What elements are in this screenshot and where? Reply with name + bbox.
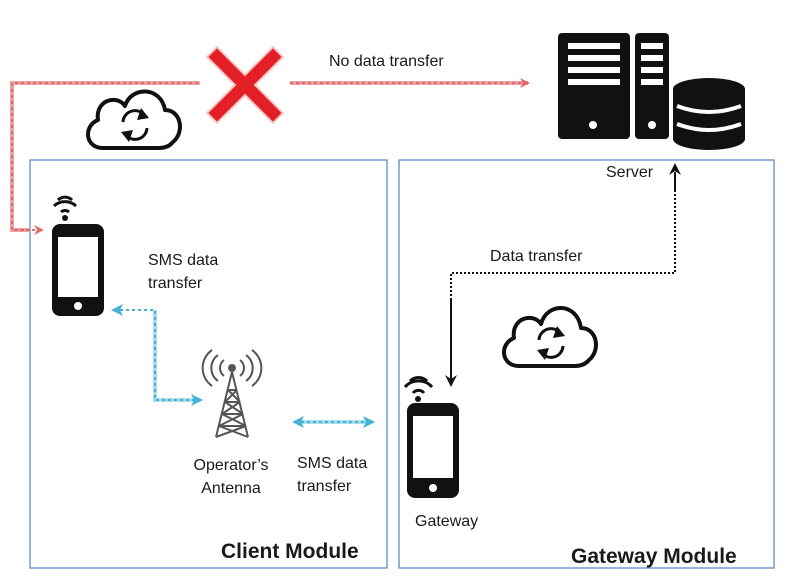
red-x-icon xyxy=(205,45,285,125)
server-label: Server xyxy=(606,164,654,181)
antenna-label-line2: Antenna xyxy=(201,480,261,497)
antenna-label-line1: Operator’s xyxy=(193,457,269,474)
sms-transfer-client-label-line1: SMS data xyxy=(148,252,219,269)
gateway-module-title: Gateway Module xyxy=(571,545,737,568)
client-phone-icon xyxy=(52,195,104,316)
cell-tower-icon xyxy=(201,349,263,438)
sms-transfer-gateway-label-line1: SMS data xyxy=(297,455,368,472)
client-module-title: Client Module xyxy=(221,540,359,563)
server-database-icon xyxy=(558,33,745,150)
gateway-phone-icon xyxy=(403,376,459,498)
no-transfer-label: No data transfer xyxy=(329,53,444,70)
gateway-label: Gateway xyxy=(415,513,479,530)
gateway-module-box xyxy=(398,159,775,569)
data-transfer-label: Data transfer xyxy=(490,248,583,265)
cloud-sync-icon xyxy=(502,306,598,368)
cloud-sync-icon xyxy=(86,89,182,150)
sms-arrow-phone-antenna xyxy=(111,304,203,406)
client-module-box xyxy=(29,159,388,569)
sms-transfer-client-label-line2: transfer xyxy=(148,275,203,292)
data-transfer-arrow xyxy=(445,163,681,387)
sms-transfer-gateway-label-line2: transfer xyxy=(297,478,352,495)
no-transfer-arrow xyxy=(10,78,530,235)
